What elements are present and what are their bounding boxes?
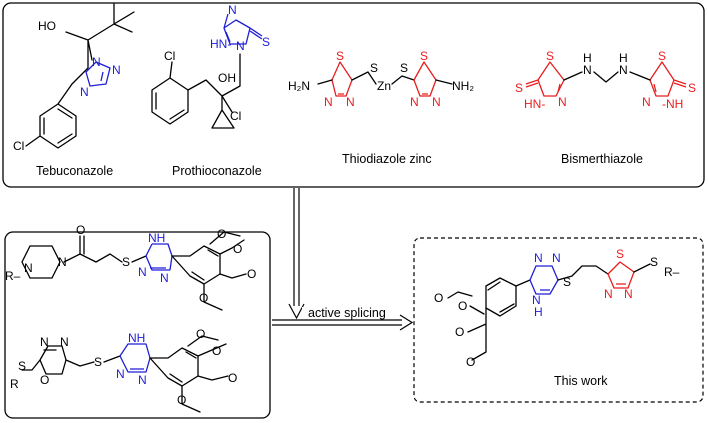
n-label: N: [558, 95, 567, 109]
o-label: O: [466, 355, 475, 369]
nh-label: NH: [148, 231, 165, 245]
s-label: S: [122, 255, 130, 269]
o-label: O: [40, 373, 49, 387]
n-label: N: [80, 85, 89, 99]
s-label: S: [370, 61, 378, 75]
n-label: N: [410, 95, 419, 109]
r-label: R–: [664, 265, 680, 279]
top-panel: [2, 2, 705, 188]
hn-label: HN-: [524, 97, 545, 111]
cl-label: Cl: [164, 49, 175, 63]
o-label: O: [458, 299, 467, 313]
o-label: O: [199, 291, 208, 305]
nh-label: NH: [128, 331, 145, 345]
n-label: N: [60, 335, 69, 349]
n-label: N: [92, 55, 101, 69]
n-label: N: [432, 95, 441, 109]
n-label: N: [624, 287, 633, 301]
oh-label: OH: [218, 71, 236, 85]
n-label: N: [160, 271, 169, 285]
bismerthiazole-name: Bismerthiazole: [561, 152, 643, 166]
s-label: S: [262, 35, 270, 49]
n-label: N: [138, 265, 147, 279]
s-label: S: [94, 355, 102, 369]
o-label: O: [196, 327, 205, 341]
o-label: O: [177, 393, 186, 407]
oxadiazole-structure: R S N N O S NH N N O O O O: [10, 327, 237, 413]
o-label: O: [434, 291, 443, 305]
prothioconazole-structure: Cl OH Cl N HN- N S: [151, 3, 270, 129]
cl-label: Cl: [230, 109, 241, 123]
nh2-label: NH₂: [452, 79, 474, 93]
n-label: N: [346, 95, 355, 109]
o-label: O: [247, 267, 256, 281]
right-arrow: [272, 314, 414, 331]
piperazine-amide-structure: R– N N O S NH N N O O O O: [5, 223, 256, 311]
s-label: S: [400, 61, 408, 75]
n-label: N: [236, 39, 245, 53]
n-label: N: [58, 255, 67, 269]
zn-label: Zn: [377, 79, 391, 93]
n-label: N: [642, 95, 651, 109]
s-label: S: [616, 247, 624, 261]
arrow-label: active splicing: [308, 306, 386, 320]
this-work-label: This work: [554, 374, 608, 388]
n-label: N: [112, 63, 121, 77]
o-label: O: [455, 325, 464, 339]
o-label: O: [233, 242, 242, 256]
n-label: N: [532, 293, 541, 307]
r-label: R–: [5, 269, 21, 283]
h-label: H: [619, 51, 628, 65]
s-label: S: [336, 49, 344, 63]
s-label: S: [658, 49, 666, 63]
n-label: N: [138, 373, 147, 387]
r-label: R: [10, 377, 19, 391]
o-label: O: [217, 227, 226, 241]
thiodiazole-zinc-structure: H₂N S N N S Zn S S N N NH₂: [288, 49, 474, 109]
cl-label: Cl: [13, 139, 24, 153]
s-label: S: [546, 49, 554, 63]
s-label: S: [563, 275, 571, 289]
n-label: N: [228, 3, 237, 17]
s-label: S: [688, 81, 696, 95]
n-label: N: [324, 95, 333, 109]
h2n-label: H₂N: [288, 79, 310, 93]
n-label: N: [619, 63, 628, 77]
o-label: O: [212, 344, 221, 358]
left-panel: [4, 231, 271, 419]
thiodiazole-zinc-name: Thiodiazole zinc: [342, 152, 432, 166]
s-label: S: [420, 49, 428, 63]
s-label: S: [650, 255, 658, 269]
nh-label: -NH: [662, 97, 683, 111]
n-label: N: [552, 251, 561, 265]
h-label: H: [583, 51, 592, 65]
n-label: N: [116, 367, 125, 381]
n-label: N: [40, 335, 49, 349]
nh-label: HN-: [210, 37, 231, 51]
o-label: O: [76, 223, 85, 237]
tebuconazole-structure: HO N N N Cl: [13, 3, 135, 153]
n-label: N: [24, 261, 33, 275]
o-label: O: [228, 371, 237, 385]
down-arrow: [288, 188, 305, 320]
n-label: N: [534, 251, 543, 265]
s-label: S: [18, 359, 26, 373]
this-work-structure: O O O O N N N H S S N N S R–: [434, 247, 680, 369]
n-label: N: [583, 63, 592, 77]
s-label: S: [515, 81, 523, 95]
n-label: N: [604, 287, 613, 301]
prothioconazole-name: Prothioconazole: [172, 164, 262, 178]
tebuconazole-name: Tebuconazole: [36, 164, 113, 178]
bismerthiazole-structure: S S HN- N H N H N S N -NH S: [515, 49, 696, 111]
h-label: H: [534, 305, 543, 319]
ho-label: HO: [38, 19, 56, 33]
